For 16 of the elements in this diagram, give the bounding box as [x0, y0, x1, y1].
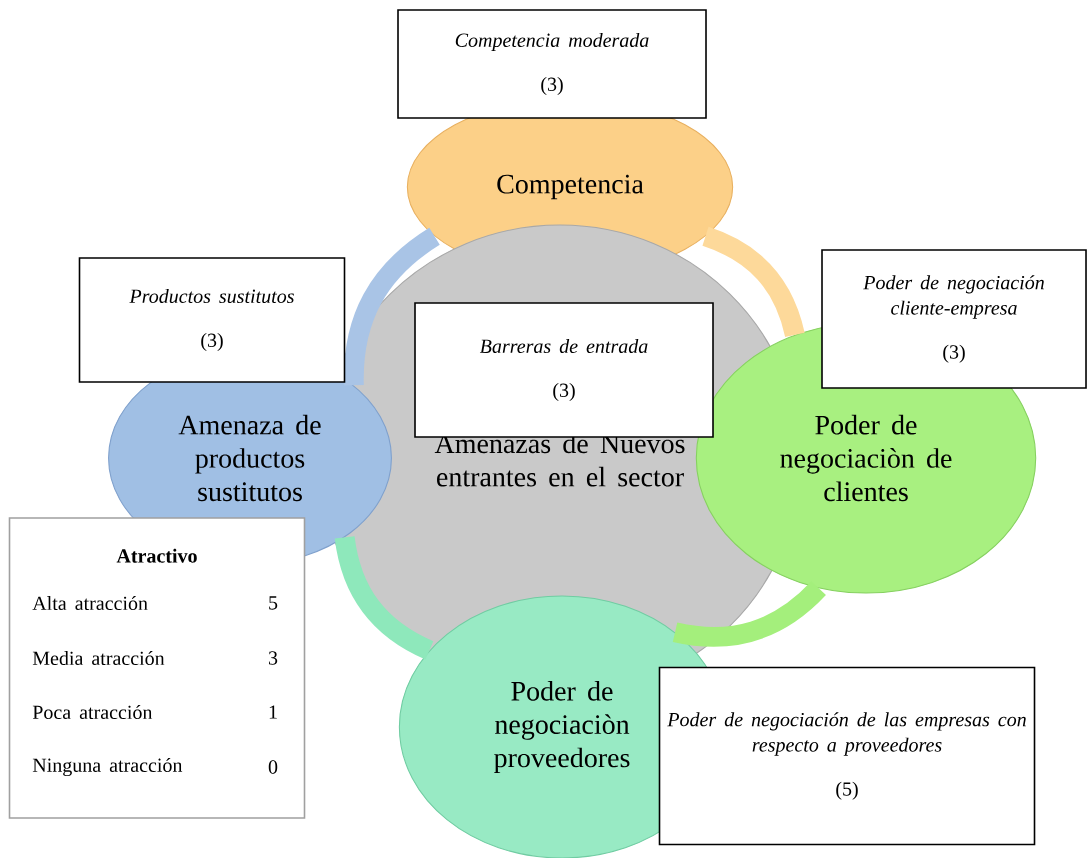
- ring-arc: [334, 535, 434, 660]
- ring-arc: [673, 581, 826, 647]
- score-number: 3: [268, 651, 278, 665]
- ring-arc: [343, 228, 441, 386]
- rating-label: Poca atracción: [32, 704, 153, 720]
- rating-label: Ninguna atracción: [32, 757, 183, 777]
- callout-box: Competencia moderada (3): [397, 9, 707, 119]
- score-number: 0: [268, 760, 278, 774]
- rating-label: Media atracción: [32, 650, 165, 666]
- callout-box: Poder de negociación cliente-empresa (3): [821, 249, 1087, 389]
- score-number: 5: [269, 596, 278, 610]
- callout-box: Poder de negociación de las empresas con respecto a proveedores (5): [658, 666, 1036, 846]
- rating-label: Alta atracción: [32, 595, 148, 611]
- callout-box: Productos sustitutos (3): [78, 257, 346, 383]
- callout-box: Barreras de entrada (3): [414, 302, 714, 438]
- score-number: 1: [269, 705, 277, 719]
